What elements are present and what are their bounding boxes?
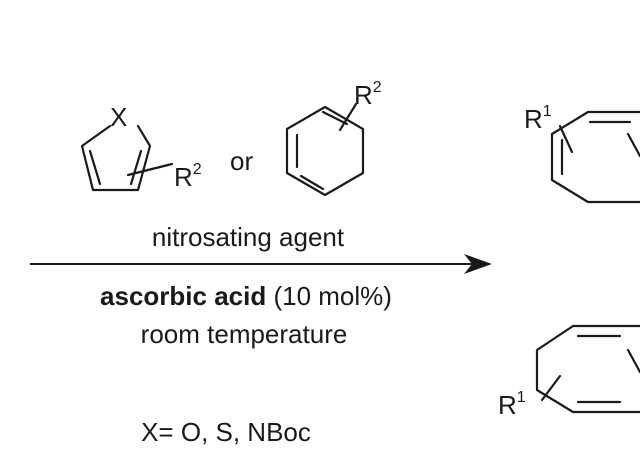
arene-inner-double-bond-2 [299, 174, 325, 191]
lower-product-r-group-index: 1 [517, 389, 526, 406]
condition-catalyst: ascorbic acid [100, 281, 266, 311]
upper-product-substituent-bond [558, 124, 574, 154]
condition-catalyst-spacer [266, 281, 273, 311]
arene-ring [285, 105, 365, 197]
condition-temperature: room temperature [141, 319, 348, 349]
heterocycle-double-bond-left [88, 149, 102, 186]
heterocycle-r-group-label: R2 [174, 161, 202, 192]
lower-product-r-group-label: R1 [498, 389, 526, 420]
lower-product-structure: R1 [498, 324, 640, 420]
heterocycle-ring-bonds [80, 124, 152, 192]
upper-product-r-group-letter: R [524, 104, 543, 134]
arene-inner-double-bond-3 [321, 110, 349, 126]
condition-heteroatom-definition: X= O, S, NBoc [141, 417, 311, 447]
arene-structure: R2 [285, 79, 382, 197]
lower-product-right-bond [626, 348, 640, 374]
arene-r-group-letter: R [354, 80, 373, 110]
condition-catalyst-loading: (10 mol%) [273, 281, 391, 311]
lower-product-ring-bonds [535, 324, 640, 414]
heterocycle-r-group-letter: R [174, 162, 193, 192]
condition-catalyst-line: ascorbic acid (10 mol%) [100, 281, 392, 311]
upper-product-ring-bonds [550, 110, 640, 204]
heterocycle-substituent-bond [126, 162, 174, 177]
heterocycle-double-bond-right [129, 149, 143, 186]
or-connector: or [230, 146, 253, 176]
upper-product-r-group-index: 1 [543, 103, 552, 120]
reaction-arrow-head [464, 254, 492, 274]
arene-r-group-index: 2 [373, 79, 382, 96]
reaction-arrow [30, 254, 492, 274]
lower-product-substituent-bond [540, 374, 562, 402]
lower-product-r-group-letter: R [498, 390, 517, 420]
arene-substituent-bond [338, 102, 358, 132]
upper-product-right-bond [626, 132, 640, 158]
condition-reagent: nitrosating agent [152, 222, 345, 252]
upper-product-r-group-label: R1 [524, 103, 552, 134]
heteroatom-label: X [110, 102, 127, 132]
upper-product-structure: R1 [524, 103, 640, 204]
heterocycle-r-group-index: 2 [193, 161, 202, 178]
arene-r-group-label: R2 [354, 79, 382, 110]
heterocycle-structure: X R2 [80, 102, 202, 192]
